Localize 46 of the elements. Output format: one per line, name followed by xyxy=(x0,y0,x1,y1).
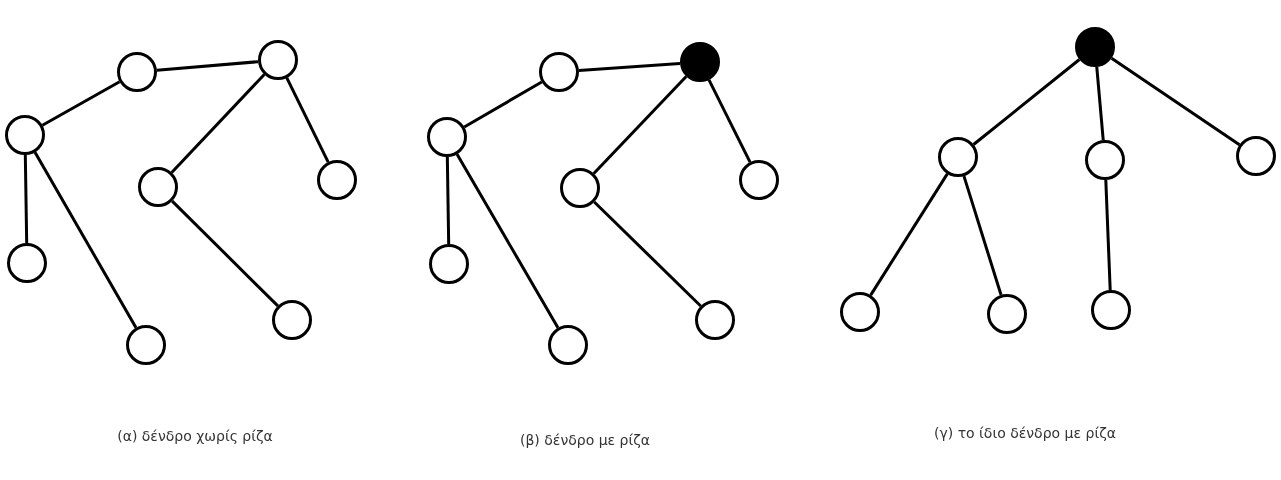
tree-node-circle xyxy=(272,300,312,340)
tree-node-circle xyxy=(427,117,467,157)
tree-edge xyxy=(455,153,560,329)
tree-edge xyxy=(41,80,121,127)
tree-edge xyxy=(23,154,29,244)
tree-node-circle xyxy=(938,137,978,177)
tree-edge xyxy=(285,77,330,163)
tree-node-circle xyxy=(7,243,47,283)
tree-edge xyxy=(1104,179,1112,291)
tree-edge xyxy=(156,60,259,72)
root-node-circle xyxy=(680,42,720,82)
tree-edge xyxy=(593,200,702,308)
tree-node-circle xyxy=(126,325,166,365)
tree-node-circle xyxy=(258,40,298,80)
tree-edge xyxy=(171,200,279,307)
tree-node-circle xyxy=(429,244,469,284)
root-node-circle xyxy=(1075,27,1115,67)
tree-edge xyxy=(707,79,752,163)
tree-node-circle xyxy=(1085,140,1125,180)
tree-node-circle xyxy=(539,52,579,92)
tree-edge xyxy=(445,156,451,245)
figure-caption: (β) δένδρο με ρίζα xyxy=(518,432,652,449)
tree-edge xyxy=(463,80,543,129)
tree-edge xyxy=(972,58,1081,146)
tree-edge xyxy=(1110,56,1241,147)
tree-node-circle xyxy=(987,294,1027,334)
tree-node-circle xyxy=(548,325,588,365)
tree-node-circle xyxy=(695,300,735,340)
tree-edge xyxy=(578,61,681,73)
tree-node-circle xyxy=(1236,136,1276,176)
tree-node-circle xyxy=(5,115,45,155)
figure-caption: (γ) το ίδιο δένδρο με ρίζα xyxy=(933,425,1117,442)
figure-caption: (α) δένδρο χωρίς ρίζα xyxy=(116,428,274,445)
tree-edge xyxy=(170,73,266,174)
tree-edge xyxy=(1095,66,1105,141)
tree-node-circle xyxy=(1091,290,1131,330)
tree-node-circle xyxy=(117,52,157,92)
tree-edge xyxy=(962,175,1003,296)
tree-node-circle xyxy=(840,292,880,332)
tree-node-circle xyxy=(138,167,178,207)
tree-edge xyxy=(33,151,138,329)
tree-node-circle xyxy=(317,160,357,200)
tree-node-circle xyxy=(739,160,779,200)
tree-edge xyxy=(869,173,949,296)
tree-node-circle xyxy=(560,168,600,208)
tree-edge xyxy=(592,75,688,175)
